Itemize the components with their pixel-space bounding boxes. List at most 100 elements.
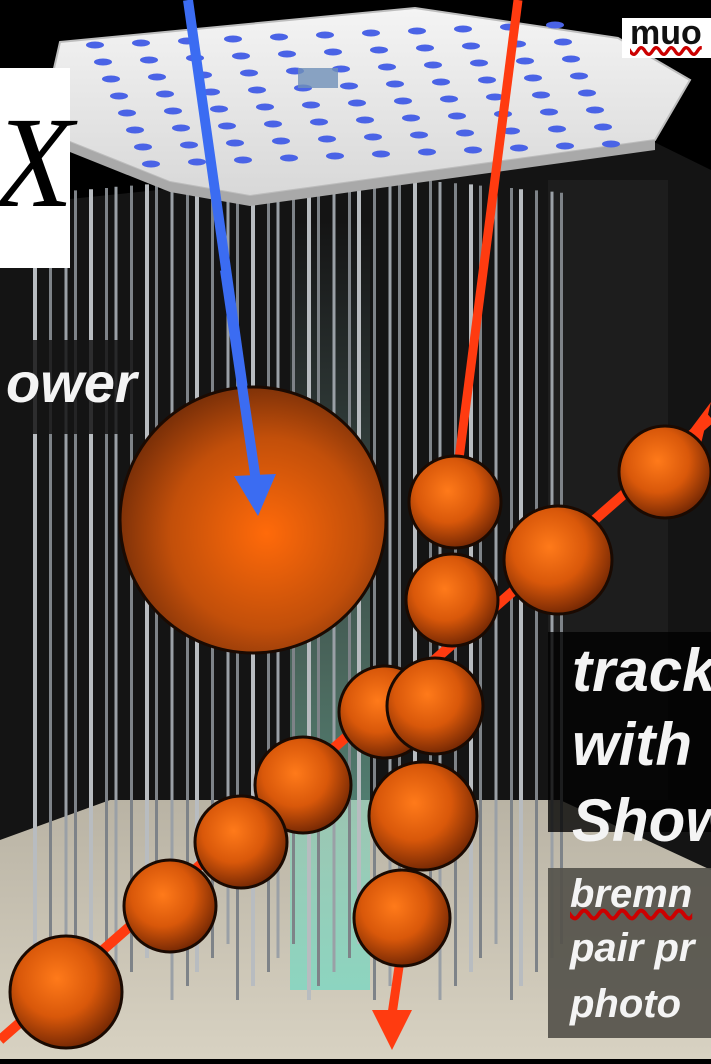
photosensor-dot (240, 69, 258, 77)
track-label-line1: track (572, 637, 711, 704)
photosensor-dot (464, 146, 482, 154)
photosensor-dot (394, 97, 412, 105)
photosensor-dot (210, 105, 228, 113)
hit-sphere (193, 794, 289, 890)
photosensor-dot (470, 59, 488, 67)
photosensor-dot (510, 144, 528, 152)
photosensor-dot (102, 75, 120, 83)
hit-sphere (407, 454, 503, 550)
photosensor-dot (454, 25, 472, 33)
hit-sphere (404, 552, 500, 648)
photosensor-dot (280, 154, 298, 162)
blue-neutrino-track-front (220, 269, 262, 489)
photosensor-dot (110, 92, 128, 100)
incoming-red-track (450, 0, 523, 491)
photosensor-dot (372, 150, 390, 158)
photosensor-dot (142, 160, 160, 168)
photosensor-dot (554, 38, 572, 46)
photosensor-dot (248, 86, 266, 94)
process-line2: pair pr (570, 926, 695, 970)
cascade-sphere (118, 385, 388, 655)
hit-sphere (617, 424, 711, 520)
photosensor-dot (378, 63, 396, 71)
icelab-icon (298, 68, 338, 88)
photosensor-dot (126, 126, 144, 134)
title-letter: X (0, 91, 74, 235)
photosensor-dot (386, 80, 404, 88)
photosensor-dot (256, 103, 274, 111)
photosensor-dot (278, 50, 296, 58)
title-letter-box (0, 68, 70, 268)
photosensor-dot (94, 58, 112, 66)
photosensor-dot (302, 101, 320, 109)
process-line1: bremn (570, 872, 693, 916)
photosensor-dot (448, 112, 466, 120)
photosensor-dot (594, 123, 612, 131)
top-right-tag (622, 18, 711, 58)
photosensor-dot (86, 41, 104, 49)
hit-sphere (367, 760, 479, 872)
photosensor-dot (516, 57, 534, 65)
photosensor-dot (202, 88, 220, 96)
photosensor-dot (226, 139, 244, 147)
photosensor-dot (562, 55, 580, 63)
photosensor-dot (362, 29, 380, 37)
photosensor-dots (86, 21, 620, 168)
photosensor-dot (402, 114, 420, 122)
photosensor-dot (578, 89, 596, 97)
track-label-line3: Show (572, 787, 711, 854)
photosensor-dot (324, 48, 342, 56)
photosensor-dot (348, 99, 366, 107)
process-line3: photo (570, 982, 682, 1026)
photosensor-dot (462, 42, 480, 50)
photosensor-dot (232, 52, 250, 60)
hit-sphere (8, 934, 124, 1050)
photosensor-dot (370, 46, 388, 54)
photosensor-dot (546, 21, 564, 29)
photosensor-dot (586, 106, 604, 114)
photosensor-dot (502, 127, 520, 135)
photosensor-dot (410, 131, 428, 139)
photosensor-dot (418, 148, 436, 156)
photosensor-dot (272, 137, 290, 145)
photosensor-dot (156, 90, 174, 98)
plate-edge (40, 130, 655, 206)
hit-spheres (8, 385, 711, 1050)
cascade-label: ower (6, 351, 137, 414)
photosensor-dot (364, 133, 382, 141)
photosensor-dot (218, 122, 236, 130)
photosensor-dot (556, 142, 574, 150)
photosensor-dot (224, 35, 242, 43)
cascade-label-panel (0, 340, 138, 434)
photosensor-dot (548, 125, 566, 133)
photosensor-dot (532, 91, 550, 99)
photosensor-dot (118, 109, 136, 117)
hit-sphere (352, 868, 452, 968)
photosensor-dot (416, 44, 434, 52)
hit-sphere (502, 504, 614, 616)
photosensor-dot (602, 140, 620, 148)
photosensor-dot (424, 61, 442, 69)
track-label-line2: with (572, 711, 692, 778)
photosensor-dot (140, 56, 158, 64)
photosensor-dot (132, 39, 150, 47)
top-right-label: muo (630, 14, 702, 52)
photosensor-dot (456, 129, 474, 137)
photosensor-dot (432, 78, 450, 86)
hit-sphere (122, 858, 218, 954)
photosensor-dot (356, 116, 374, 124)
photosensor-dot (310, 118, 328, 126)
photosensor-dot (234, 156, 252, 164)
process-list-panel (548, 868, 711, 1038)
photosensor-dot (318, 135, 336, 143)
photosensor-dot (524, 74, 542, 82)
photosensor-dot (478, 76, 496, 84)
photosensor-dot (440, 95, 458, 103)
photosensor-dot (408, 27, 426, 35)
photosensor-dot (134, 143, 152, 151)
photosensor-dot (188, 158, 206, 166)
photosensor-dot (326, 152, 344, 160)
blue-arrowhead-front (234, 474, 276, 516)
